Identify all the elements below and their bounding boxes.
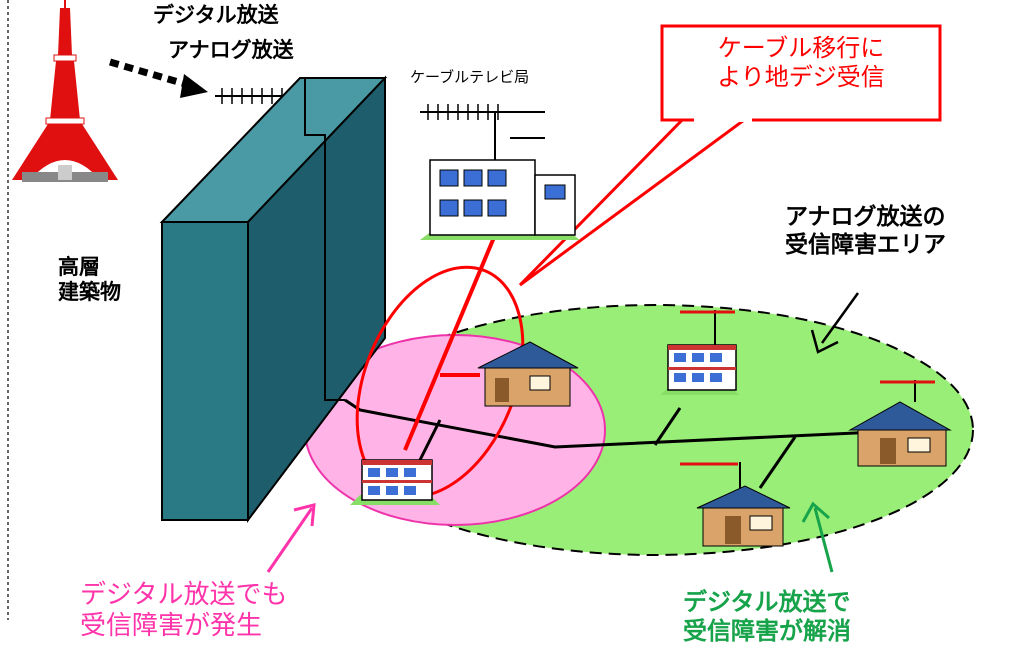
cable-station-building-icon (420, 104, 580, 240)
callout-box (660, 24, 942, 122)
broadcast-analog-label: アナログ放送 (168, 38, 294, 62)
digital-still-line-2: 受信障害が発生 (80, 611, 263, 642)
house-icon-green-right (848, 380, 952, 467)
analog-area-arrow (810, 292, 860, 354)
broadcast-digital-label: デジタル放送 (153, 3, 279, 27)
pink-arrow (266, 503, 316, 573)
analog-area-line-1: アナログ放送の (785, 204, 946, 230)
highrise-label: 高層 建築物 (58, 255, 121, 305)
callout-line-2: より地デジ受信 (717, 62, 885, 91)
cable-station-label: ケーブルテレビ局 (410, 68, 530, 86)
apartment-icon-green-area (660, 310, 740, 395)
digital-resolved-line-1: デジタル放送で (683, 588, 851, 616)
callout-line-1: ケーブル移行に (717, 34, 885, 62)
highrise-line-1: 高層 (58, 255, 100, 279)
signal-arrow (109, 58, 208, 98)
green-arrow (801, 501, 834, 573)
highrise-building (159, 75, 388, 523)
analog-area-label: アナログ放送の 受信障害エリア (785, 204, 946, 259)
house-icon-pink-area (477, 341, 579, 407)
analog-area-line-2: 受信障害エリア (785, 231, 946, 258)
digital-resolved-label: デジタル放送で 受信障害が解消 (683, 588, 851, 646)
digital-still-line-1: デジタル放送でも (80, 580, 288, 610)
broadcast-tower-icon (12, 0, 118, 182)
apartment-icon-pink-area (350, 459, 440, 505)
cable-red-line (403, 234, 497, 451)
digital-still-label: デジタル放送でも 受信障害が発生 (80, 580, 287, 642)
highrise-line-2: 建築物 (58, 280, 121, 305)
callout-text: ケーブル移行に より地デジ受信 (672, 34, 930, 92)
digital-resolved-line-2: 受信障害が解消 (683, 616, 851, 645)
house-icon-green-bottom (680, 462, 791, 547)
